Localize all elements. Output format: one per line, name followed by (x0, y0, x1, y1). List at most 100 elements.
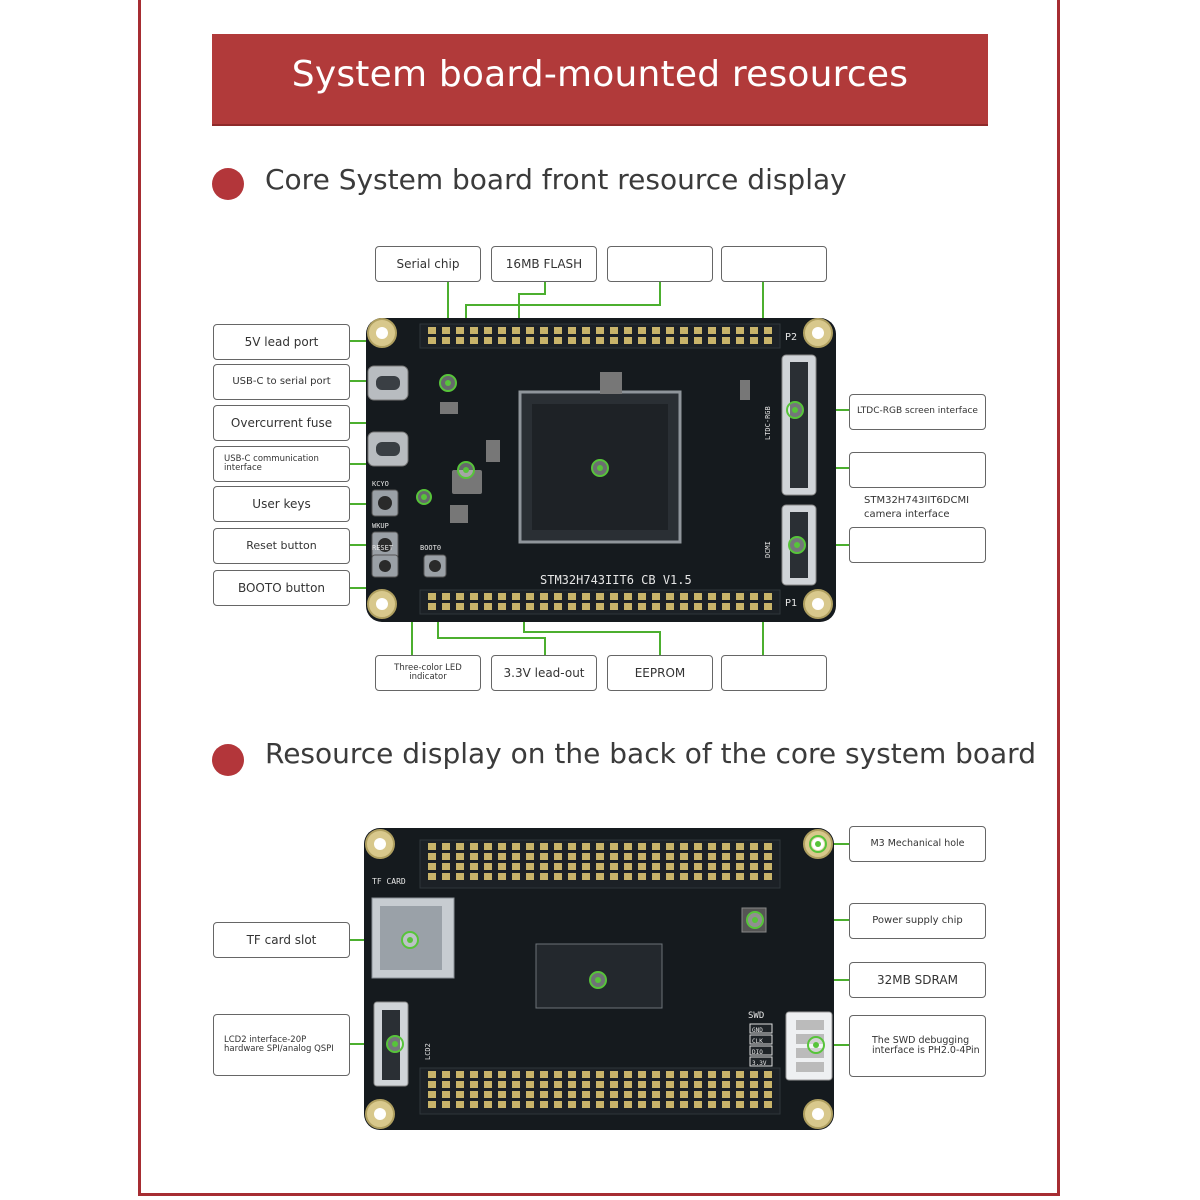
header-pin (610, 1101, 618, 1108)
header-pin (638, 1101, 646, 1108)
label-three-color-led: Three-color LED indicator (375, 655, 481, 691)
header-pin (764, 863, 772, 870)
header-pin (540, 337, 548, 344)
header-pin (736, 873, 744, 880)
header-pin (554, 1071, 562, 1078)
header-pin (470, 873, 478, 880)
header-pin (596, 593, 604, 600)
header-pin (764, 327, 772, 334)
header-pin (582, 1101, 590, 1108)
header-pin (638, 843, 646, 850)
header-pin (582, 603, 590, 610)
header-pin (736, 337, 744, 344)
header-pin (442, 1081, 450, 1088)
header-pin (652, 843, 660, 850)
header-pin (764, 603, 772, 610)
page-frame (138, 0, 1060, 1196)
header-pin (750, 337, 758, 344)
header-pin (512, 337, 520, 344)
label-right-blank-1 (849, 452, 986, 488)
header-pin (512, 853, 520, 860)
header-pin (708, 1081, 716, 1088)
silk-kcyo: KCYO (372, 480, 389, 488)
header-pin (512, 603, 520, 610)
header-pin (722, 1091, 730, 1098)
label-top-blank-1 (607, 246, 713, 282)
header-pin (764, 1071, 772, 1078)
header-pin (568, 327, 576, 334)
label-usbc-serial: USB-C to serial port (213, 364, 350, 400)
header-pin (582, 853, 590, 860)
header-pin (498, 1091, 506, 1098)
silk-3v3: 3.3V (752, 1060, 767, 1067)
header-pin (694, 873, 702, 880)
header-pin (638, 1091, 646, 1098)
header-pin (708, 337, 716, 344)
title-banner: System board-mounted resources (212, 34, 988, 124)
header-pin (512, 593, 520, 600)
header-pin (568, 593, 576, 600)
header-pin (680, 1081, 688, 1088)
header-pin (652, 1091, 660, 1098)
header-pin (722, 327, 730, 334)
header-pin (582, 1081, 590, 1088)
header-pin (540, 863, 548, 870)
header-pin (596, 873, 604, 880)
label-top-blank-2 (721, 246, 827, 282)
header-pin (526, 1101, 534, 1108)
header-pin (456, 593, 464, 600)
label-16mb-flash: 16MB FLASH (491, 246, 597, 282)
header-pin (442, 1071, 450, 1078)
header-pin (540, 873, 548, 880)
header-pin (610, 853, 618, 860)
header-pin (526, 603, 534, 610)
header-pin (750, 863, 758, 870)
header-pin (596, 1071, 604, 1078)
header-pin (680, 853, 688, 860)
label-tf-card-slot: TF card slot (213, 922, 350, 958)
header-pin (638, 853, 646, 860)
header-pin (526, 337, 534, 344)
header-pin (554, 603, 562, 610)
header-pin (750, 327, 758, 334)
header-pin (764, 1081, 772, 1088)
header-pin (456, 843, 464, 850)
header-pin (582, 337, 590, 344)
header-pin (554, 337, 562, 344)
header-pin (442, 843, 450, 850)
header-pin (764, 1091, 772, 1098)
header-pin (554, 1081, 562, 1088)
header-pin (596, 843, 604, 850)
label-reset-button: Reset button (213, 528, 350, 564)
header-pin (652, 863, 660, 870)
header-pin (596, 853, 604, 860)
header-pin (638, 327, 646, 334)
header-pin (708, 593, 716, 600)
header-pin (624, 873, 632, 880)
label-3v3-lead-out: 3.3V lead-out (491, 655, 597, 691)
header-pin (666, 1071, 674, 1078)
header-pin (666, 603, 674, 610)
header-pin (764, 593, 772, 600)
silk-dio: DIO (752, 1049, 763, 1056)
header-pin (764, 853, 772, 860)
header-pin (610, 863, 618, 870)
header-pin (610, 843, 618, 850)
header-pin (666, 863, 674, 870)
header-pin (680, 603, 688, 610)
header-pin (736, 1081, 744, 1088)
header-pin (512, 1081, 520, 1088)
header-pin (624, 1101, 632, 1108)
header-pin (736, 327, 744, 334)
header-pin (764, 1101, 772, 1108)
header-pin (624, 863, 632, 870)
header-pin (708, 327, 716, 334)
header-p2-label: P2 (785, 332, 797, 343)
header-pin (498, 1101, 506, 1108)
header-pin (596, 603, 604, 610)
header-pin (610, 327, 618, 334)
header-pin (540, 327, 548, 334)
header-pin (722, 853, 730, 860)
header-pin (540, 603, 548, 610)
header-pin (498, 1081, 506, 1088)
